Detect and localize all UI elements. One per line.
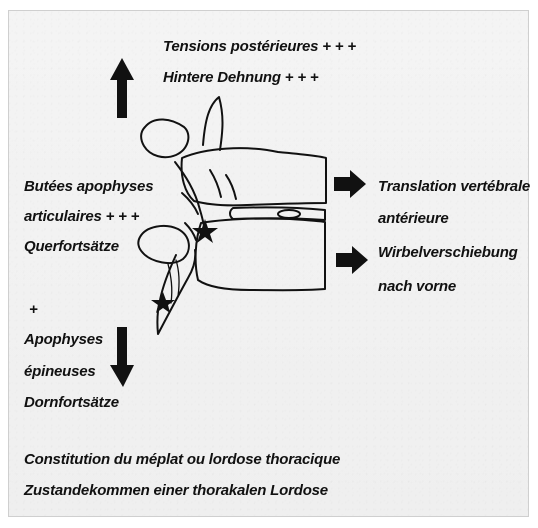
bottom-label-line2: Zustandekommen einer thorakalen Lordose [24, 482, 328, 500]
down-arrow-icon [110, 327, 134, 387]
upper-process [141, 119, 188, 157]
right-arrow-icon [336, 246, 368, 274]
upper-vertebral-body [182, 148, 326, 205]
right-label-line2: antérieure [378, 210, 449, 228]
superior-tip [203, 97, 223, 150]
right-label-line4: nach vorne [378, 278, 456, 296]
right-label-line1: Translation vertébrale [378, 178, 530, 196]
lower-process [138, 226, 189, 263]
left-label-line5: Apophyses [24, 331, 103, 349]
left-label-line7: Dornfortsätze [24, 394, 119, 412]
top-label-line2: Hintere Dehnung + + + [163, 69, 318, 87]
vertebra-drawing [138, 97, 326, 334]
disc-nucleus [278, 210, 300, 218]
right-arrow-icon [334, 170, 366, 198]
up-arrow-icon [110, 58, 134, 118]
top-label-line1: Tensions postérieures + + + [163, 38, 356, 56]
bottom-label-line1: Constitution du méplat ou lordose thorac… [24, 451, 340, 469]
left-label-line6: épineuses [24, 363, 96, 381]
articular-line [226, 175, 236, 199]
right-label-line3: Wirbelverschiebung [378, 244, 518, 262]
left-label-line1: Butées apophyses [24, 178, 153, 196]
spinous-shading [176, 260, 179, 296]
left-label-line2: articulaires + + + [24, 208, 139, 226]
left-label-line3: Querfortsätze [24, 238, 119, 256]
articular-line [210, 170, 221, 197]
left-label-line4: + [29, 301, 38, 319]
